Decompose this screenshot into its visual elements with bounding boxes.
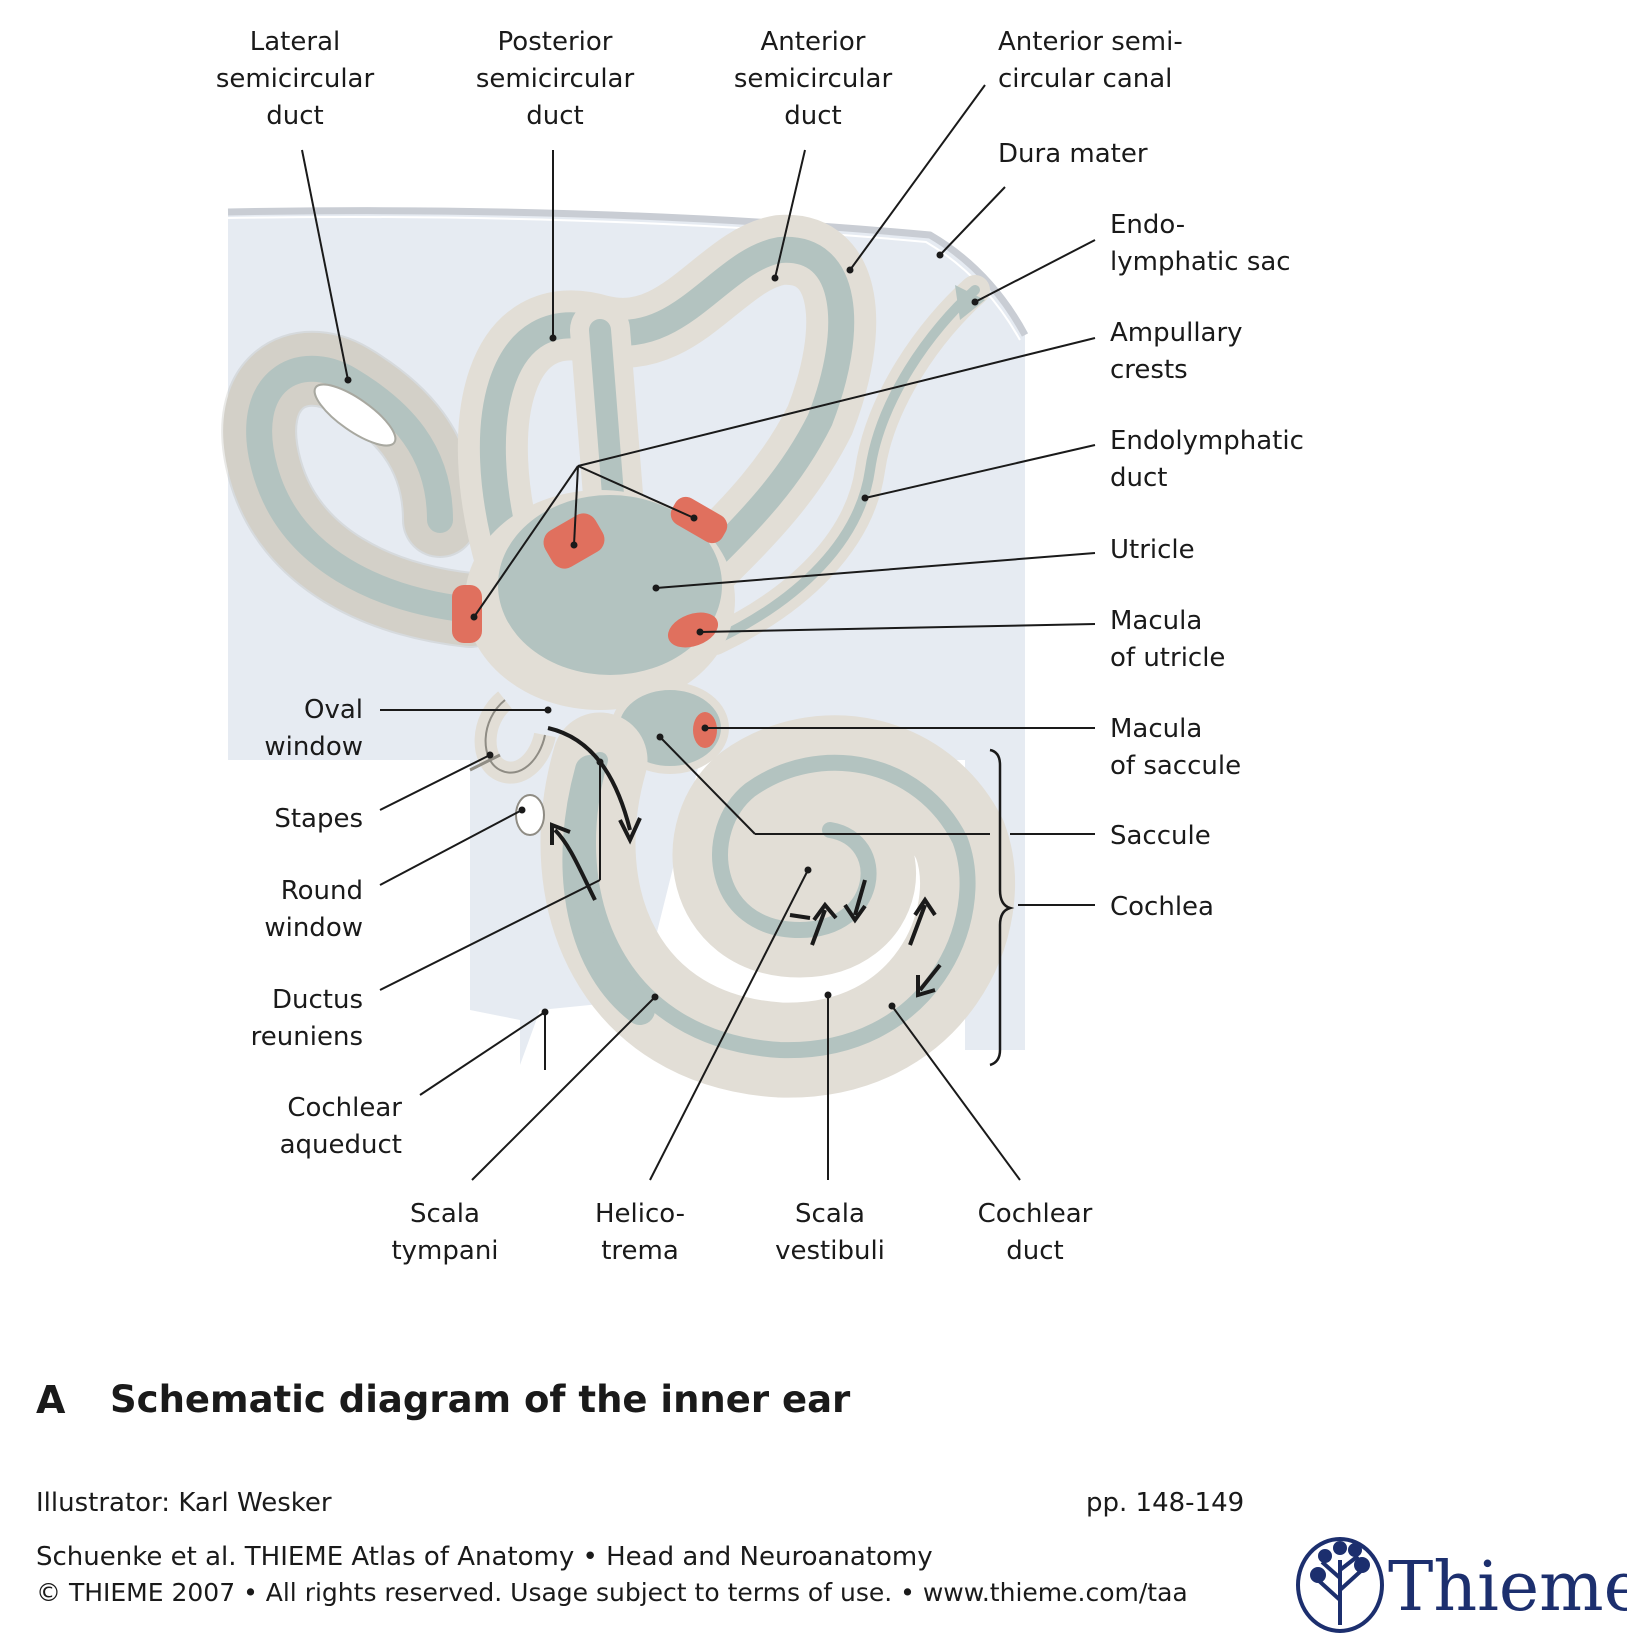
label-cochlear-duct: Cochlear duct	[977, 1199, 1093, 1266]
label-lateral-semicircular-duct: Lateral semicircular duct	[215, 27, 375, 131]
label-ampullary-crests: Ampullary crests	[1110, 318, 1243, 385]
ampullary-crest-lateral	[452, 585, 482, 643]
leader-dots	[344, 251, 979, 1016]
label-utricle: Utricle	[1110, 535, 1195, 565]
cochlea-spiral	[540, 712, 1015, 1098]
label-scala-vestibuli: Scala vestibuli	[775, 1199, 885, 1266]
label-round-window: Round window	[264, 876, 363, 943]
thieme-tree-logo-icon	[1296, 1537, 1384, 1633]
label-saccule: Saccule	[1110, 821, 1211, 851]
label-scala-tympani: Scala tympani	[391, 1199, 499, 1266]
label-anterior-semicircular-duct: Anterior semicircular duct	[733, 27, 893, 131]
flow-arrows	[547, 726, 942, 998]
label-endolymphatic-sac: Endo- lymphatic sac	[1110, 210, 1291, 277]
label-helicotrema: Helico- trema	[594, 1199, 686, 1266]
label-anterior-semicircular-canal: Anterior semi- circular canal	[998, 27, 1183, 94]
leader-lines	[301, 84, 1096, 1181]
page-reference: pp. 148-149	[1086, 1488, 1245, 1518]
label-cochlear-aqueduct: Cochlear aqueduct	[279, 1093, 402, 1160]
label-stapes: Stapes	[274, 804, 363, 834]
label-cochlea: Cochlea	[1110, 892, 1214, 922]
illustrator-credit: Illustrator: Karl Wesker	[36, 1488, 332, 1518]
label-dura-mater: Dura mater	[998, 139, 1148, 169]
vertical-semicircular-canals	[457, 214, 877, 595]
label-posterior-semicircular-duct: Posterior semicircular duct	[475, 27, 635, 131]
label-ductus-reuniens: Ductus reuniens	[250, 985, 363, 1052]
label-oval-window: Oval window	[264, 695, 363, 762]
cochlea-bracket	[989, 748, 1015, 1067]
thieme-logo-wordmark: Thieme	[1388, 1548, 1627, 1627]
copyright-notice: © THIEME 2007 • All rights reserved. Usa…	[36, 1578, 1188, 1607]
round-window-membrane	[515, 794, 545, 836]
label-endolymphatic-duct: Endolymphatic duct	[1110, 426, 1304, 493]
ampullary-crest-anterior	[670, 496, 728, 544]
endolymphatic-duct-and-sac	[700, 275, 990, 655]
figure-title: Schematic diagram of the inner ear	[110, 1378, 851, 1421]
source-citation: Schuenke et al. THIEME Atlas of Anatomy …	[36, 1542, 933, 1572]
label-macula-of-saccule: Macula of saccule	[1110, 714, 1242, 781]
lateral-semicircular-canal	[221, 330, 508, 648]
macula-of-utricle-mark	[667, 612, 719, 648]
label-macula-of-utricle: Macula of utricle	[1110, 606, 1226, 673]
stapes	[469, 691, 556, 784]
figure-letter: A	[36, 1378, 66, 1422]
